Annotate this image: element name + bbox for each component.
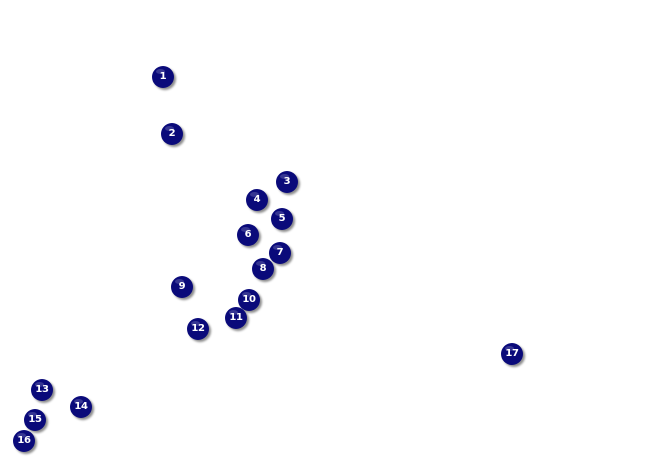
marker-label: 8 bbox=[259, 263, 267, 274]
map-marker-15[interactable]: 15 bbox=[24, 409, 46, 431]
marker-label: 15 bbox=[28, 414, 42, 425]
map-marker-8[interactable]: 8 bbox=[252, 258, 274, 280]
map-marker-13[interactable]: 13 bbox=[31, 379, 53, 401]
map-marker-10[interactable]: 10 bbox=[238, 289, 260, 311]
marker-label: 17 bbox=[505, 348, 519, 359]
map-marker-16[interactable]: 16 bbox=[13, 430, 35, 452]
marker-label: 7 bbox=[276, 247, 284, 258]
marker-label: 10 bbox=[242, 294, 256, 305]
map-marker-5[interactable]: 5 bbox=[271, 208, 293, 230]
map-marker-14[interactable]: 14 bbox=[70, 396, 92, 418]
marker-label: 2 bbox=[168, 128, 176, 139]
marker-label: 4 bbox=[253, 194, 261, 205]
map-marker-6[interactable]: 6 bbox=[237, 224, 259, 246]
marker-label: 6 bbox=[244, 229, 252, 240]
map-marker-2[interactable]: 2 bbox=[161, 123, 183, 145]
marker-label: 16 bbox=[17, 435, 31, 446]
marker-label: 3 bbox=[283, 176, 291, 187]
map-marker-3[interactable]: 3 bbox=[276, 171, 298, 193]
marker-label: 9 bbox=[178, 281, 186, 292]
map-marker-7[interactable]: 7 bbox=[269, 242, 291, 264]
marker-label: 11 bbox=[229, 312, 243, 323]
map-marker-9[interactable]: 9 bbox=[171, 276, 193, 298]
marker-label: 13 bbox=[35, 384, 49, 395]
marker-label: 1 bbox=[159, 71, 167, 82]
map-marker-1[interactable]: 1 bbox=[152, 66, 174, 88]
marker-label: 5 bbox=[278, 213, 286, 224]
map-marker-17[interactable]: 17 bbox=[501, 343, 523, 365]
map-marker-4[interactable]: 4 bbox=[246, 189, 268, 211]
marker-label: 14 bbox=[74, 401, 88, 412]
marker-label: 12 bbox=[191, 323, 205, 334]
map-marker-12[interactable]: 12 bbox=[187, 318, 209, 340]
map-marker-11[interactable]: 11 bbox=[225, 307, 247, 329]
